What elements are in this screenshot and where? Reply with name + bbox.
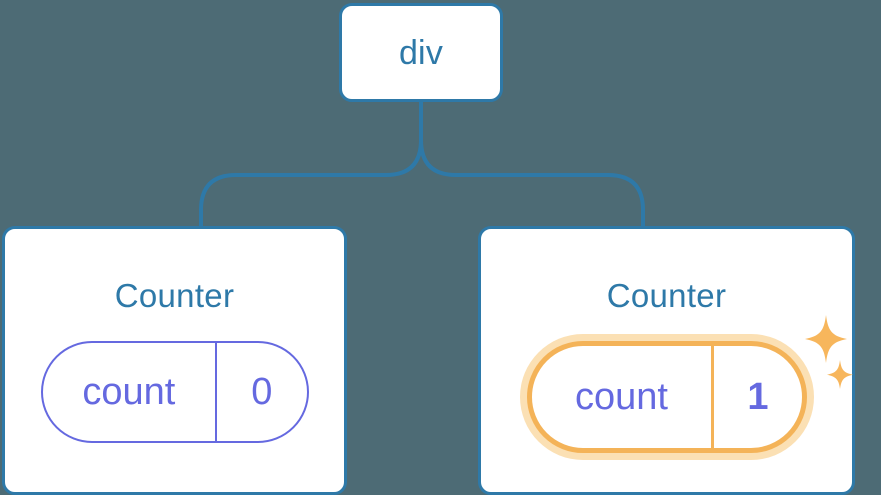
counter-left-state-wrap: count 0	[40, 341, 309, 443]
counter-left-title: Counter	[114, 277, 235, 314]
tree-node-div-label: div	[398, 33, 444, 72]
counter-right-state-value: 1	[747, 376, 769, 418]
counter-left-state-key: count	[43, 343, 218, 441]
counter-right-title: Counter	[606, 277, 727, 314]
counter-right-state-wrap: count 1	[526, 315, 853, 453]
tree-node-div[interactable]: div	[339, 3, 503, 102]
counter-right-state-key: count	[532, 346, 715, 448]
counter-left-state-value: 0	[251, 371, 273, 413]
tree-node-counter-left[interactable]: Counter count 0	[2, 226, 347, 495]
sparkles-icon	[804, 315, 853, 389]
tree-node-counter-right[interactable]: Counter count 1	[478, 226, 855, 495]
counter-left-state-pill[interactable]: count 0	[40, 341, 309, 443]
counter-right-state-pill[interactable]: count 1	[526, 341, 807, 453]
